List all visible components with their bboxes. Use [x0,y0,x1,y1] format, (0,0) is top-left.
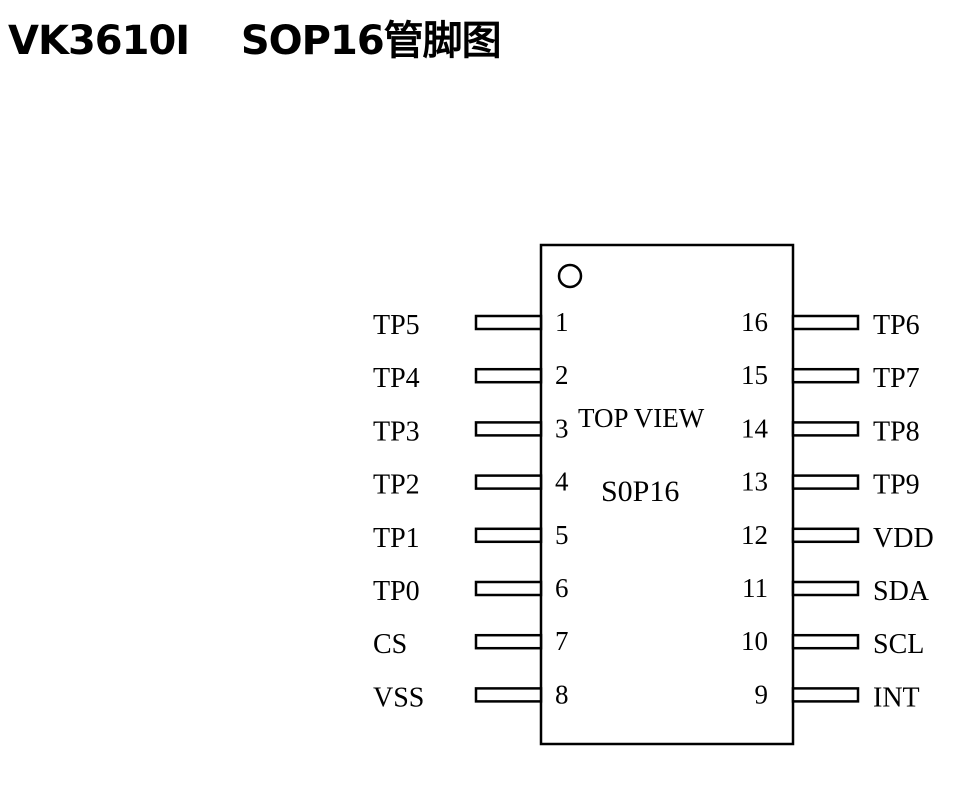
pin-15-lead [791,367,860,384]
pin-14-lead [791,421,860,437]
pin-8-number: 8 [555,679,569,709]
pin-1-number: 1 [555,307,569,337]
pin-15-number: 15 [741,360,768,390]
pin-1-lead [474,314,543,331]
pin-9-lead [791,687,860,703]
pin-13-label: TP9 [873,470,920,501]
pin-3-number: 3 [555,413,569,443]
pin-13-number: 13 [741,467,768,497]
pin-8-lead [474,687,543,703]
pin-4-lead [474,474,543,490]
pin1-marker [557,263,583,289]
pin-10-lead [791,633,860,650]
pin-16-number: 16 [741,307,768,337]
package-label: S0P16 [601,475,679,508]
pin-5-number: 5 [555,520,569,550]
pin-15-label: TP7 [873,363,920,394]
pin-11-lead [791,580,860,597]
pin-16-label: TP6 [873,310,920,341]
pin-4-label: TP2 [373,470,420,501]
pin-7-lead [474,633,543,650]
pin-12-label: VDD [873,523,934,554]
pin-14-label: TP8 [873,416,920,447]
pin-11-number: 11 [742,573,768,603]
page-title: VK3610I SOP16管脚图 [8,18,502,64]
pin-2-number: 2 [555,360,569,390]
pin-8-label: VSS [373,682,424,713]
pin-7-label: CS [373,629,407,660]
pin-9-number: 9 [755,679,769,709]
top-view-label: TOP VIEW [578,403,705,433]
pin-4-number: 4 [555,467,569,497]
pin-13-lead [791,474,860,490]
pin-1-label: TP5 [373,310,420,341]
pin-6-number: 6 [555,573,569,603]
pin-14-number: 14 [741,413,769,443]
pin-2-lead [474,367,543,384]
pin-3-lead [474,421,543,437]
pin-11-label: SDA [873,576,930,607]
pin-9-label: INT [873,682,920,713]
pin-16-lead [791,314,860,331]
pin-2-label: TP4 [373,363,420,394]
pin-12-number: 12 [741,520,768,550]
pin-12-lead [791,527,860,544]
pin-6-lead [474,580,543,597]
chip-body [539,243,795,746]
pin-10-number: 10 [741,626,768,656]
pin-5-label: TP1 [373,523,420,554]
pin-7-number: 7 [555,626,569,656]
pin-5-lead [474,527,543,544]
pin-3-label: TP3 [373,416,420,447]
pin-6-label: TP0 [373,576,420,607]
pin-10-label: SCL [873,629,924,660]
